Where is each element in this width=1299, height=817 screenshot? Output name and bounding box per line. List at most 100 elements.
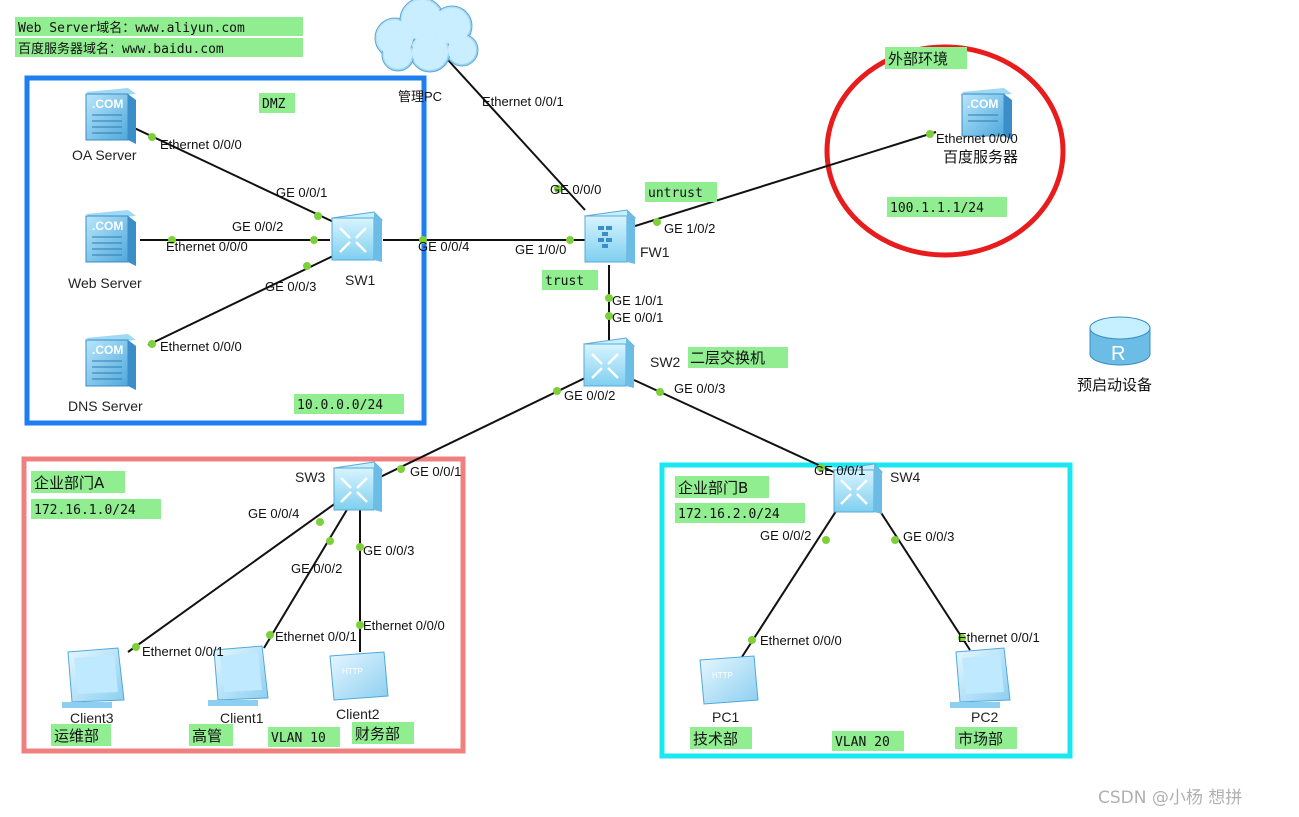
web-server-icon[interactable]: .COM bbox=[85, 210, 136, 266]
pc1-dept: 技术部 bbox=[693, 730, 738, 748]
svg-text:GE 0/0/1: GE 0/0/1 bbox=[276, 185, 327, 200]
dept-a-zone-frame bbox=[21, 456, 466, 754]
link-sw2-sw4 bbox=[633, 379, 839, 475]
sw2-switch-icon[interactable] bbox=[582, 337, 636, 388]
svg-text:GE 0/0/1: GE 0/0/1 bbox=[814, 463, 865, 478]
router-label: 预启动设备 bbox=[1077, 376, 1152, 394]
client3-dept: 运维部 bbox=[54, 727, 99, 745]
svg-text:.COM: .COM bbox=[967, 97, 998, 111]
svg-text:Ethernet 0/0/0: Ethernet 0/0/0 bbox=[160, 137, 242, 152]
sw3-switch-icon[interactable] bbox=[332, 461, 384, 512]
svg-text:Ethernet 0/0/0: Ethernet 0/0/0 bbox=[166, 239, 248, 254]
svg-text:HTTP: HTTP bbox=[342, 667, 363, 676]
sw1-switch-icon[interactable] bbox=[330, 211, 384, 262]
port-dots bbox=[132, 130, 966, 651]
sw3-label: SW3 bbox=[295, 469, 326, 485]
fw1-firewall-icon[interactable] bbox=[583, 209, 637, 264]
client2-http-icon[interactable]: HTTP bbox=[329, 651, 389, 701]
svg-text:GE 0/0/2: GE 0/0/2 bbox=[291, 561, 342, 576]
domain-line-1: Web Server域名：www.aliyun.com bbox=[18, 20, 245, 36]
baidu-server-label: 百度服务器 bbox=[943, 148, 1018, 166]
links bbox=[127, 59, 971, 661]
port-labels: Ethernet 0/0/1 GE 0/0/0 Ethernet 0/0/0 G… bbox=[142, 94, 1040, 659]
domain-line-2: 百度服务器域名：www.baidu.com bbox=[18, 41, 224, 57]
svg-text:.COM: .COM bbox=[92, 97, 123, 111]
svg-text:Ethernet 0/0/1: Ethernet 0/0/1 bbox=[142, 644, 224, 659]
link-sw3-client1 bbox=[263, 507, 349, 649]
pc2-dept: 市场部 bbox=[958, 730, 1003, 748]
link-dns-sw1 bbox=[147, 255, 334, 346]
oa-server-icon[interactable]: .COM bbox=[85, 88, 136, 144]
svg-text:GE 0/0/4: GE 0/0/4 bbox=[248, 506, 299, 521]
sw4-switch-icon[interactable] bbox=[832, 463, 884, 514]
dmz-title: DMZ bbox=[262, 97, 286, 112]
pc1-label: PC1 bbox=[712, 709, 739, 725]
dmz-zone-frame bbox=[24, 75, 427, 426]
domain-info: Web Server域名：www.aliyun.com 百度服务器域名：www.… bbox=[15, 17, 303, 57]
svg-text:Ethernet 0/0/0: Ethernet 0/0/0 bbox=[760, 633, 842, 648]
sw2-note: 二层交换机 bbox=[690, 349, 765, 367]
svg-text:Ethernet 0/0/0: Ethernet 0/0/0 bbox=[160, 339, 242, 354]
oa-server-label: OA Server bbox=[72, 147, 137, 163]
sw2-label: SW2 bbox=[650, 354, 681, 370]
web-server-label: Web Server bbox=[68, 275, 142, 291]
client1-dept: 高管 bbox=[192, 727, 222, 745]
dept-b-subnet: 172.16.2.0/24 bbox=[678, 507, 780, 522]
dns-server-icon[interactable]: .COM bbox=[85, 334, 136, 390]
link-sw3-client3 bbox=[127, 499, 341, 653]
svg-text:GE 0/0/3: GE 0/0/3 bbox=[903, 529, 954, 544]
client2-label: Client2 bbox=[336, 706, 380, 722]
fw1-label: FW1 bbox=[640, 244, 670, 260]
link-cloud-fw1 bbox=[447, 59, 586, 211]
pc2-pc-icon[interactable] bbox=[950, 647, 1011, 708]
svg-text:GE 1/0/2: GE 1/0/2 bbox=[664, 221, 715, 236]
svg-text:GE 0/0/2: GE 0/0/2 bbox=[760, 528, 811, 543]
cloud-icon[interactable] bbox=[374, 0, 479, 73]
trust-tag: trust bbox=[545, 274, 584, 289]
svg-text:GE 0/0/1: GE 0/0/1 bbox=[612, 310, 663, 325]
pc1-http-icon[interactable]: HTTP bbox=[699, 655, 759, 705]
svg-text:GE 0/0/4: GE 0/0/4 bbox=[418, 239, 469, 254]
watermark: CSDN @小杨 想拼 bbox=[1098, 788, 1242, 808]
svg-text:GE 0/0/3: GE 0/0/3 bbox=[674, 381, 725, 396]
router-icon[interactable]: R bbox=[1089, 316, 1151, 366]
link-sw4-pc2 bbox=[875, 504, 971, 651]
dept-a-vlan: VLAN 10 bbox=[271, 731, 326, 746]
client2-dept: 财务部 bbox=[355, 725, 400, 743]
external-title: 外部环境 bbox=[888, 50, 948, 68]
cloud-label: 管理PC bbox=[398, 89, 442, 104]
svg-text:GE 1/0/0: GE 1/0/0 bbox=[515, 242, 566, 257]
dept-b-title: 企业部门B bbox=[678, 479, 748, 497]
svg-text:Ethernet 0/0/0: Ethernet 0/0/0 bbox=[363, 618, 445, 633]
svg-text:Ethernet 0/0/0: Ethernet 0/0/0 bbox=[936, 131, 1018, 146]
zone-tags: DMZ 10.0.0.0/24 外部环境 100.1.1.1/24 untrus… bbox=[31, 47, 1017, 751]
dept-a-subnet: 172.16.1.0/24 bbox=[34, 503, 136, 518]
svg-text:Ethernet 0/0/1: Ethernet 0/0/1 bbox=[275, 629, 357, 644]
client1-pc-icon[interactable] bbox=[208, 645, 269, 706]
svg-text:HTTP: HTTP bbox=[712, 671, 733, 680]
svg-text:GE 0/0/3: GE 0/0/3 bbox=[363, 543, 414, 558]
dept-a-title: 企业部门A bbox=[34, 474, 105, 492]
link-sw2-sw3 bbox=[371, 377, 586, 482]
dns-server-label: DNS Server bbox=[68, 398, 143, 414]
svg-text:GE 0/0/1: GE 0/0/1 bbox=[410, 464, 461, 479]
dmz-subnet: 10.0.0.0/24 bbox=[297, 398, 383, 413]
baidu-server-icon[interactable]: .COM bbox=[961, 88, 1012, 140]
svg-text:.COM: .COM bbox=[92, 219, 123, 233]
external-subnet: 100.1.1.1/24 bbox=[890, 201, 984, 216]
svg-text:GE 0/0/2: GE 0/0/2 bbox=[232, 219, 283, 234]
link-oa-sw1 bbox=[129, 125, 341, 226]
client3-pc-icon[interactable] bbox=[62, 647, 125, 708]
svg-text:Ethernet 0/0/1: Ethernet 0/0/1 bbox=[958, 630, 1040, 645]
link-sw4-pc1 bbox=[739, 504, 841, 661]
svg-text:R: R bbox=[1111, 343, 1125, 365]
svg-text:.COM: .COM bbox=[92, 343, 123, 357]
sw1-label: SW1 bbox=[345, 272, 376, 288]
sw4-label: SW4 bbox=[890, 469, 921, 485]
client3-label: Client3 bbox=[70, 710, 114, 726]
svg-text:GE 0/0/0: GE 0/0/0 bbox=[550, 182, 601, 197]
link-fw1-baidu bbox=[634, 131, 937, 227]
client1-label: Client1 bbox=[220, 710, 264, 726]
dept-b-vlan: VLAN 20 bbox=[835, 735, 890, 750]
